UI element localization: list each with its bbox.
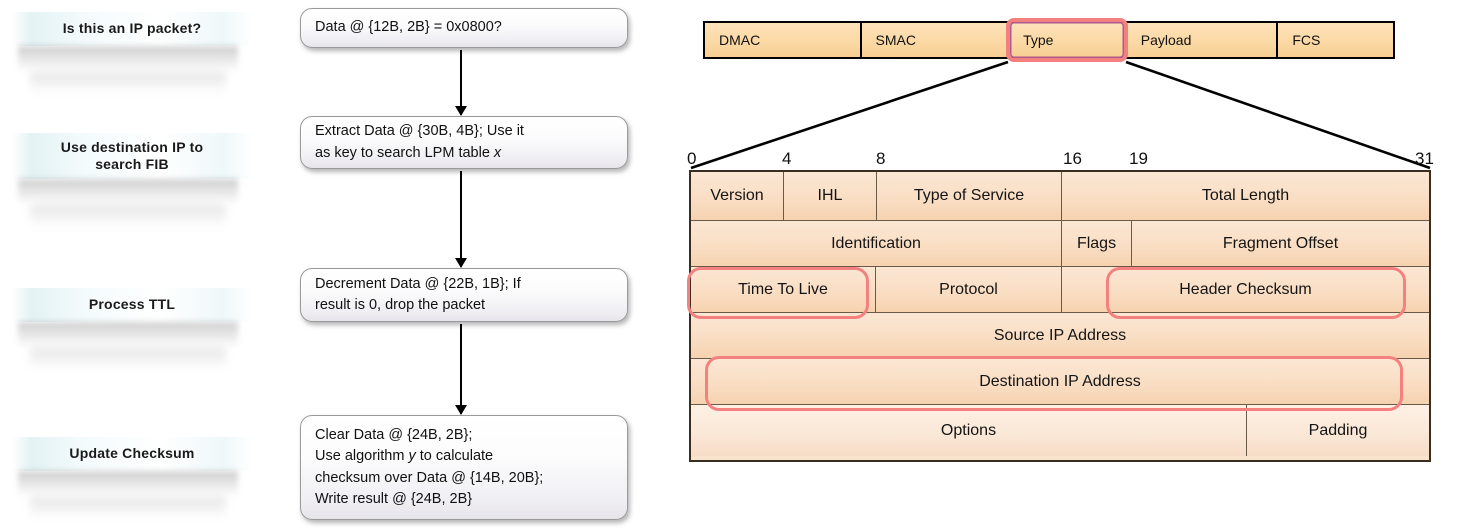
ip-field-label: Identification (831, 234, 921, 252)
ip-field-label: Version (710, 187, 764, 204)
ethernet-cell-payload[interactable]: Payload (1126, 23, 1279, 57)
ip-field-label: Type of Service (913, 187, 1025, 204)
flow-arrow-3-to-4 (455, 324, 467, 415)
ethernet-cell-fcs[interactable]: FCS (1278, 23, 1394, 57)
ip-field-version[interactable]: Version (691, 172, 784, 220)
ip-header-table: Version IHL Type of Service Total Length… (689, 170, 1431, 462)
ip-field-flags[interactable]: Flags (1062, 221, 1132, 266)
ethernet-cell-label: DMAC (719, 32, 761, 48)
banner-shadow (18, 322, 238, 348)
bit-ruler-tick-19: 19 (1129, 149, 1148, 169)
ethernet-cell-label: SMAC (875, 32, 916, 48)
flow-step-box-4: Clear Data @ {24B, 2B}; Use algorithm y … (300, 415, 628, 520)
stage-banner-label: Update Checksum (69, 445, 195, 462)
ip-field-label: Source IP Address (993, 326, 1127, 344)
ip-field-label: Time To Live (738, 280, 828, 298)
bit-ruler-tick-0: 0 (687, 149, 696, 169)
banner-shadow-secondary (30, 72, 226, 94)
ip-field-ihl[interactable]: IHL (784, 172, 877, 220)
ip-field-label: Header Checksum (1179, 280, 1312, 298)
flow-step-text-line1: Clear Data @ {24B, 2B}; (315, 427, 473, 444)
stage-banner-label: Use destination IP to search FIB (60, 138, 204, 173)
variable-y: y (408, 448, 416, 465)
variable-x: x (493, 144, 502, 161)
ip-field-label: Protocol (939, 280, 998, 298)
bit-ruler-label: 16 (1063, 149, 1082, 168)
bit-ruler-tick-31: 31 (1415, 149, 1434, 169)
flow-step-text: Data @ {12B, 2B} = 0x0800? (315, 19, 502, 36)
banner-shadow-secondary (30, 348, 226, 370)
ip-header-row-3: Time To Live Protocol Header Checksum (691, 267, 1429, 313)
ip-header-row-2: Identification Flags Fragment Offset (691, 221, 1429, 267)
ethernet-frame-table: DMAC SMAC Type Payload FCS (703, 21, 1395, 59)
bit-ruler-tick-16: 16 (1063, 149, 1082, 169)
ip-field-header-checksum[interactable]: Header Checksum (1062, 267, 1429, 312)
stage-banner-label: Is this an IP packet? (62, 20, 202, 37)
ip-field-label: Options (940, 421, 997, 439)
flow-step-text-line4: Write result @ {24B, 2B} (315, 490, 473, 507)
ip-header-row-5: Destination IP Address (691, 359, 1429, 405)
ip-field-time-to-live[interactable]: Time To Live (691, 267, 876, 312)
ethernet-cell-dmac[interactable]: DMAC (705, 23, 862, 57)
flow-step-box-1: Data @ {12B, 2B} = 0x0800? (300, 8, 628, 48)
banner-shadow (18, 46, 238, 72)
bit-ruler-label: 4 (782, 149, 792, 168)
ip-field-label: Fragment Offset (1222, 234, 1339, 252)
ip-header-row-4: Source IP Address (691, 313, 1429, 359)
ip-field-label: Padding (1308, 421, 1368, 439)
ip-field-destination-ip-address[interactable]: Destination IP Address (691, 359, 1429, 404)
flow-arrow-2-to-3 (455, 171, 467, 268)
banner-shadow-secondary (30, 205, 226, 227)
ip-field-options[interactable]: Options (691, 405, 1247, 456)
ip-field-total-length[interactable]: Total Length (1062, 172, 1429, 220)
flow-step-text-line2: result is 0, drop the packet (315, 297, 486, 313)
banner-shadow (18, 471, 238, 497)
flow-step-text-line1: Extract Data @ {30B, 4B}; Use it (315, 123, 524, 140)
banner-shadow-secondary (30, 497, 226, 519)
ethernet-cell-smac[interactable]: SMAC (861, 23, 1010, 57)
ip-header-row-6: Options Padding (691, 405, 1429, 456)
ip-field-source-ip-address[interactable]: Source IP Address (691, 313, 1429, 358)
bit-ruler-tick-4: 4 (782, 149, 791, 169)
ethernet-cell-label: Type (1023, 32, 1054, 48)
ip-field-label: IHL (817, 187, 843, 204)
flow-step-box-2: Extract Data @ {30B, 4B}; Use it as key … (300, 116, 628, 169)
bit-ruler-label: 0 (687, 149, 697, 168)
stage-banner-search-fib: Use destination IP to search FIB (12, 133, 252, 227)
flow-step-text-line2: Use algorithm y to calculate (315, 448, 494, 465)
ip-field-fragment-offset[interactable]: Fragment Offset (1132, 221, 1429, 266)
ip-field-label: Destination IP Address (979, 372, 1141, 390)
ip-header-row-1: Version IHL Type of Service Total Length (691, 172, 1429, 221)
ethernet-cell-label: FCS (1292, 32, 1321, 48)
flow-step-text-line3: checksum over Data @ {14B, 20B}; (315, 469, 544, 486)
stage-banner-is-ip-packet: Is this an IP packet? (12, 12, 252, 94)
ethernet-cell-label: Payload (1140, 32, 1192, 48)
ip-field-label: Total Length (1201, 187, 1290, 204)
flow-step-box-3: Decrement Data @ {22B, 1B}; If result is… (300, 268, 628, 322)
ip-field-padding[interactable]: Padding (1247, 405, 1429, 456)
flow-arrow-1-to-2 (455, 50, 467, 116)
ip-field-protocol[interactable]: Protocol (876, 267, 1062, 312)
flow-step-text-line1: Decrement Data @ {22B, 1B}; If (315, 275, 521, 292)
bit-ruler-tick-8: 8 (876, 149, 885, 169)
ip-field-label: Flags (1076, 234, 1117, 252)
bit-ruler-label: 19 (1129, 149, 1148, 168)
banner-shadow (18, 179, 238, 205)
flow-step-text-line2: as key to search LPM table x (315, 144, 502, 161)
ip-field-identification[interactable]: Identification (691, 221, 1062, 266)
ethernet-cell-type[interactable]: Type (1009, 23, 1127, 57)
stage-banner-label: Process TTL (88, 296, 176, 313)
bit-ruler-label: 31 (1415, 149, 1434, 168)
bit-ruler-label: 8 (876, 149, 886, 168)
stage-banner-process-ttl: Process TTL (12, 288, 252, 370)
ip-field-type-of-service[interactable]: Type of Service (877, 172, 1062, 220)
stage-banner-update-checksum: Update Checksum (12, 437, 252, 519)
